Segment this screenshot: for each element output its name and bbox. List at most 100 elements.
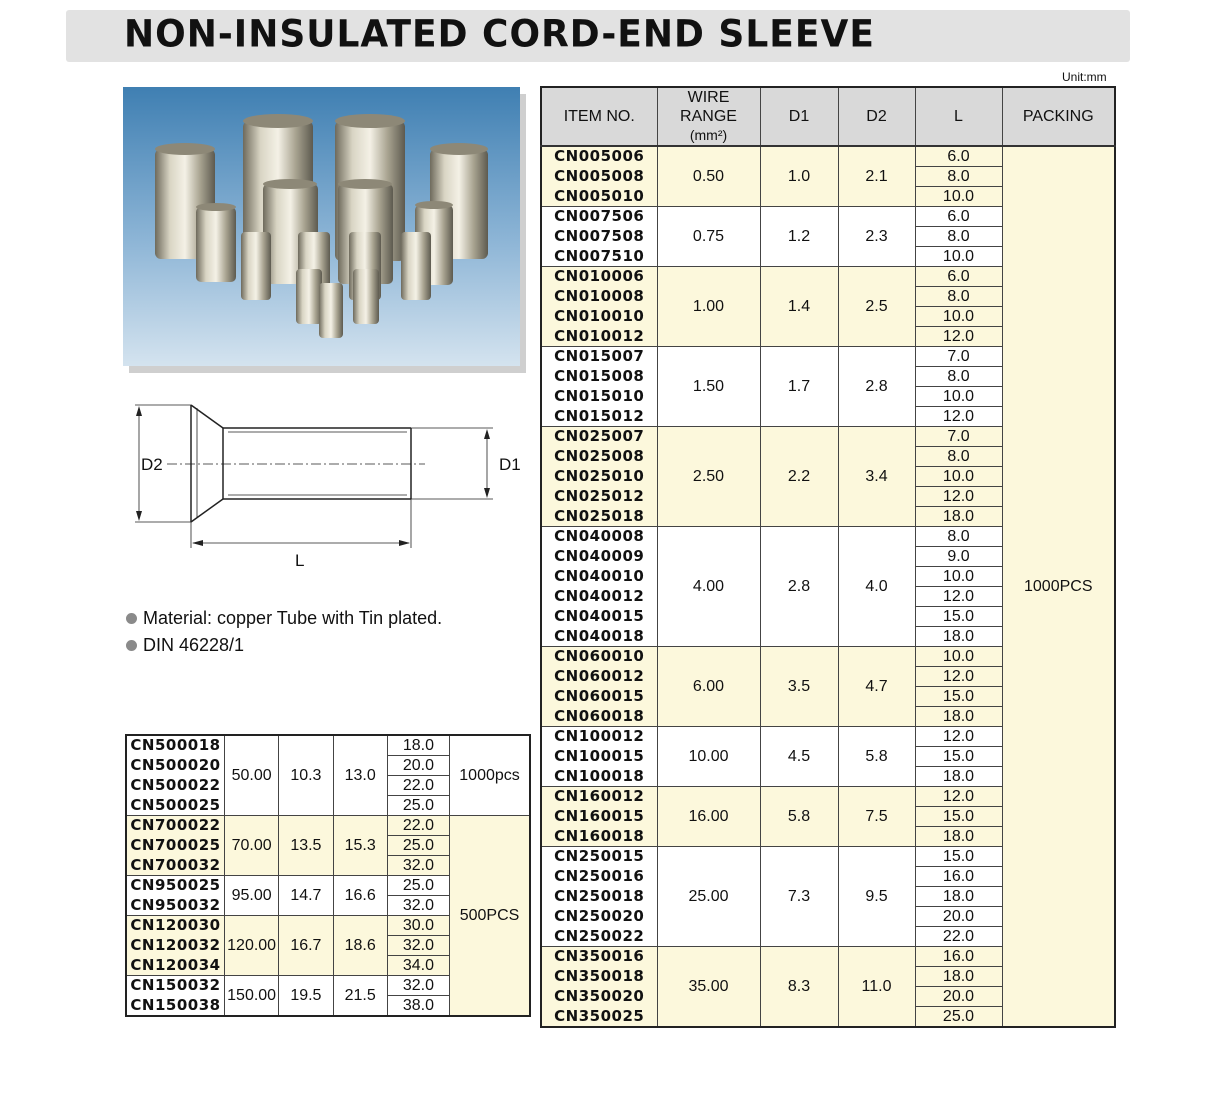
wire-range-value: 0.50 [656, 145, 761, 207]
length-value: 8.0 [914, 286, 1003, 307]
length-value: 18.0 [914, 626, 1003, 647]
item-number: CN350025 [540, 1006, 658, 1027]
length-value: 6.0 [914, 145, 1003, 167]
length-value: 6.0 [914, 266, 1003, 287]
wire-range-value: 70.00 [223, 815, 280, 876]
d2-value: 16.6 [332, 875, 388, 916]
wire-range-value: 4.00 [656, 526, 761, 647]
d2-value: 2.5 [837, 266, 916, 347]
item-number: CN350020 [540, 986, 658, 1007]
length-value: 8.0 [914, 446, 1003, 467]
d1-value: 1.0 [759, 145, 839, 207]
item-number: CN040008 [540, 526, 658, 547]
item-number: CN250020 [540, 906, 658, 927]
length-value: 32.0 [386, 935, 451, 956]
d2-value: 7.5 [837, 786, 916, 847]
length-value: 18.0 [914, 886, 1003, 907]
d2-value: 21.5 [332, 975, 388, 1016]
length-value: 25.0 [386, 795, 451, 816]
length-value: 18.0 [914, 766, 1003, 787]
item-number: CN120032 [125, 935, 225, 956]
bullet-icon [126, 640, 137, 651]
length-value: 15.0 [914, 846, 1003, 867]
item-number: CN010006 [540, 266, 658, 287]
length-value: 32.0 [386, 855, 451, 876]
length-value: 20.0 [914, 906, 1003, 927]
length-value: 10.0 [914, 466, 1003, 487]
page-title: NON-INSULATED CORD-END SLEEVE [124, 12, 875, 57]
d1-value: 2.2 [759, 426, 839, 527]
item-number: CN150038 [125, 995, 225, 1016]
item-number: CN015008 [540, 366, 658, 387]
length-value: 25.0 [914, 1006, 1003, 1028]
d1-value: 5.8 [759, 786, 839, 847]
length-value: 6.0 [914, 206, 1003, 227]
table-row: CN120032 32.0 [125, 935, 530, 956]
item-number: CN025007 [540, 426, 658, 447]
item-number: CN025008 [540, 446, 658, 467]
length-value: 12.0 [914, 486, 1003, 507]
d2-value: 9.5 [837, 846, 916, 947]
d1-label: D1 [499, 455, 521, 474]
item-number: CN005010 [540, 186, 658, 207]
length-value: 12.0 [914, 726, 1003, 747]
d2-value: 2.3 [837, 206, 916, 267]
unit-label: Unit:mm [1062, 70, 1107, 84]
d2-value: 2.8 [837, 346, 916, 427]
wire-range-value: 10.00 [656, 726, 761, 787]
d1-value: 3.5 [759, 646, 839, 727]
item-number: CN010010 [540, 306, 658, 327]
wire-range-value: 50.00 [223, 734, 280, 816]
d1-value: 10.3 [278, 734, 334, 816]
item-number: CN250016 [540, 866, 658, 887]
length-value: 25.0 [386, 875, 451, 896]
item-number: CN500025 [125, 795, 225, 816]
length-value: 18.0 [386, 734, 451, 756]
wire-range-value: 6.00 [656, 646, 761, 727]
item-number: CN160018 [540, 826, 658, 847]
d1-value: 1.4 [759, 266, 839, 347]
length-value: 16.0 [914, 946, 1003, 967]
table-row: CN005010 10.0 [540, 186, 1115, 207]
d1-value: 7.3 [759, 846, 839, 947]
product-photo [123, 87, 520, 366]
length-value: 32.0 [386, 895, 451, 916]
table-row: CN025008 8.0 [540, 446, 1115, 467]
header-item-no: ITEM NO. [540, 86, 658, 147]
item-number: CN120034 [125, 955, 225, 976]
item-number: CN700022 [125, 815, 225, 836]
item-number: CN015012 [540, 406, 658, 427]
item-number: CN040018 [540, 626, 658, 647]
length-value: 10.0 [914, 386, 1003, 407]
item-number: CN025018 [540, 506, 658, 527]
length-value: 10.0 [914, 186, 1003, 207]
d2-value: 4.0 [837, 526, 916, 647]
item-number: CN060015 [540, 686, 658, 707]
length-value: 8.0 [914, 166, 1003, 187]
wire-range-value: 150.00 [223, 975, 280, 1016]
length-value: 22.0 [914, 926, 1003, 947]
title-bar: NON-INSULATED CORD-END SLEEVE [66, 10, 1130, 62]
item-number: CN040015 [540, 606, 658, 627]
length-value: 22.0 [386, 815, 451, 836]
